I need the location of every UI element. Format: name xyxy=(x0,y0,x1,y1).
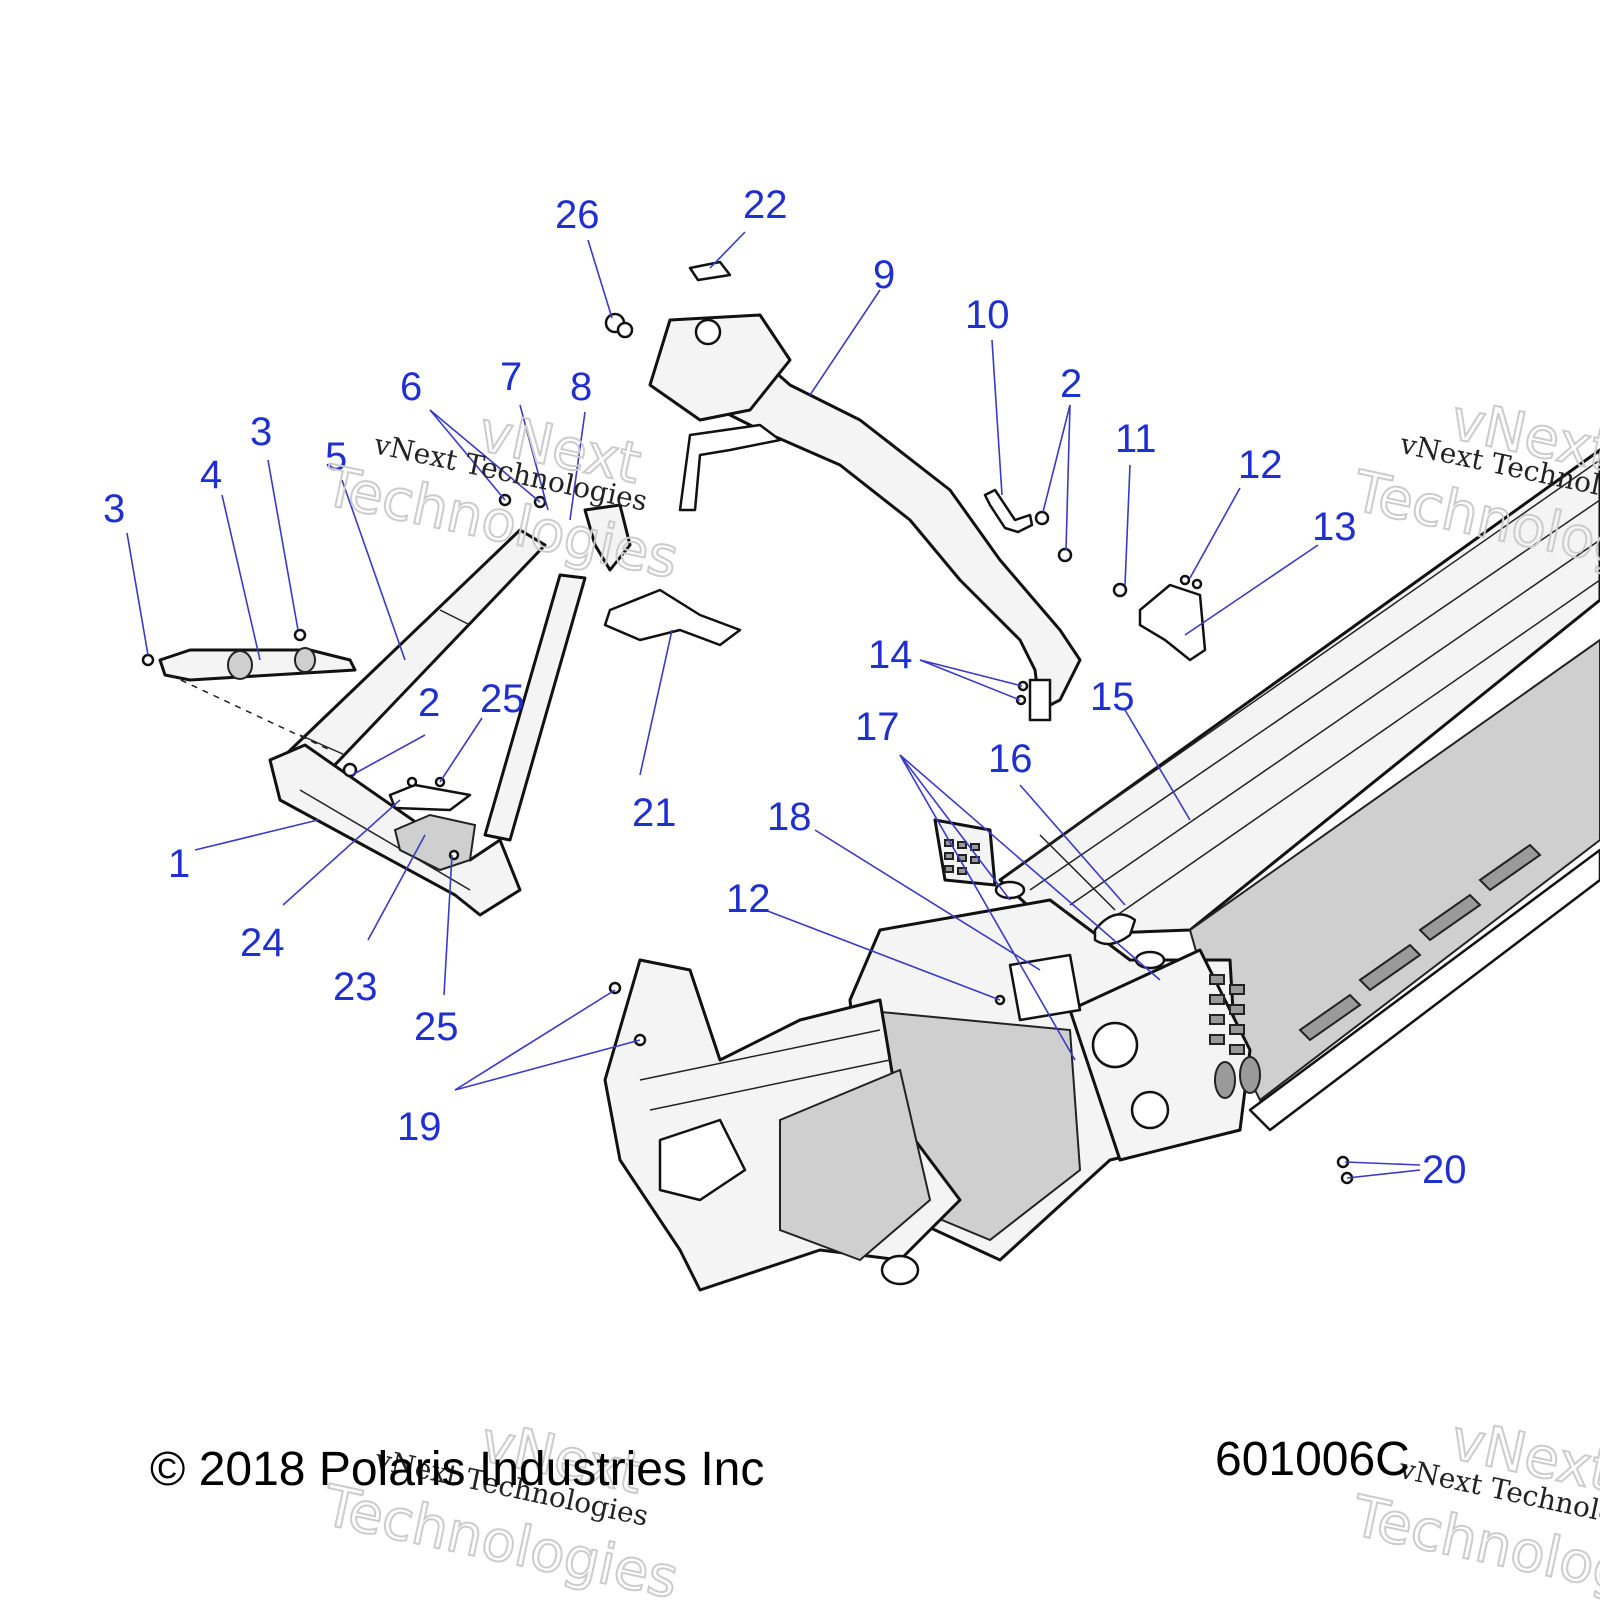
bolt-long xyxy=(983,488,1034,534)
callout-15: 15 xyxy=(1090,675,1135,719)
callout-3: 3 xyxy=(103,487,125,531)
front-upright-tube xyxy=(483,573,587,842)
callout-14: 14 xyxy=(868,633,913,677)
decal-label xyxy=(688,260,732,282)
nut xyxy=(1112,582,1128,598)
callout-17: 17 xyxy=(855,705,900,749)
callout-23: 23 xyxy=(333,965,378,1009)
hardware xyxy=(141,493,1354,1185)
callout-2: 2 xyxy=(1060,362,1082,406)
bolt-head xyxy=(293,628,307,642)
callout-18: 18 xyxy=(767,795,812,839)
nut xyxy=(1057,547,1073,563)
panel-holes xyxy=(944,839,980,875)
callout-9: 9 xyxy=(873,253,895,297)
front-frame-web xyxy=(779,1068,932,1262)
screw xyxy=(406,776,418,788)
tunnel-rail xyxy=(1248,848,1600,1132)
hoop-foot xyxy=(1028,678,1052,722)
engine-bracket xyxy=(603,588,742,647)
screw xyxy=(1179,574,1191,586)
tie-rod-bar xyxy=(158,648,357,682)
mount-bracket xyxy=(1008,953,1082,1022)
callout-12: 12 xyxy=(1238,443,1283,487)
callout-25: 25 xyxy=(414,1005,459,1049)
watermark-bottom-right: vNext vNext Technologies Technologies xyxy=(1345,1407,1600,1600)
lift-handle xyxy=(1093,913,1137,946)
callout-11: 11 xyxy=(1115,417,1157,461)
running-board-slots xyxy=(1298,843,1542,1042)
copyright-text: © 2018 Polaris Industries Inc xyxy=(150,1443,764,1496)
leader-lines xyxy=(126,231,1421,1179)
bolt-head xyxy=(608,981,622,995)
diagram-number: 601006C xyxy=(1215,1433,1410,1486)
shock-mount-bracket xyxy=(1138,583,1207,662)
bearing-bore-right xyxy=(1130,1090,1170,1130)
callout-2: 2 xyxy=(418,681,440,725)
nut xyxy=(342,762,358,778)
callout-4: 4 xyxy=(200,453,222,497)
bolt-head xyxy=(141,653,155,667)
tie-rod-collar xyxy=(227,650,253,680)
screw xyxy=(1191,578,1203,590)
steering-hoop xyxy=(648,313,1082,722)
callout-13: 13 xyxy=(1312,505,1357,549)
callout-12: 12 xyxy=(726,877,771,921)
callout-7: 7 xyxy=(500,355,522,399)
callout-16: 16 xyxy=(988,737,1033,781)
callout-3: 3 xyxy=(250,410,272,454)
callout-21: 21 xyxy=(632,791,677,835)
callout-22: 22 xyxy=(743,183,788,227)
hoop-lower-loop xyxy=(678,423,782,512)
hoop-head-casting xyxy=(648,313,792,422)
steering-window xyxy=(658,1118,747,1202)
callout-1: 1 xyxy=(168,842,190,886)
callout-labels: 1 2 2 3 3 4 5 6 7 8 9 10 11 12 12 13 14 … xyxy=(103,183,1467,1192)
callout-25: 25 xyxy=(480,677,525,721)
callout-8: 8 xyxy=(570,365,592,409)
bearing-bore-left xyxy=(1091,1021,1139,1069)
callout-26: 26 xyxy=(555,193,600,237)
spacer-plate xyxy=(388,783,472,812)
callout-20: 20 xyxy=(1422,1148,1467,1192)
clamp-ring xyxy=(616,321,634,339)
screw xyxy=(1015,694,1027,706)
coolant-cap xyxy=(994,880,1026,900)
callout-19: 19 xyxy=(397,1105,442,1149)
front-frame-assembly xyxy=(158,260,1207,917)
callout-10: 10 xyxy=(965,293,1010,337)
callout-24: 24 xyxy=(240,921,285,965)
hoop-head-bore xyxy=(694,318,722,346)
fill-cap xyxy=(1134,950,1166,970)
nut xyxy=(1034,510,1050,526)
chassis-assembly xyxy=(603,448,1600,1292)
steering-bracket xyxy=(583,503,632,572)
callout-6: 6 xyxy=(400,365,422,409)
tow-loop xyxy=(880,1254,920,1286)
callout-5: 5 xyxy=(325,435,347,479)
vent-grille xyxy=(1209,974,1261,1099)
upper-frame-tube xyxy=(278,528,547,772)
tie-rod-collar xyxy=(294,647,316,673)
